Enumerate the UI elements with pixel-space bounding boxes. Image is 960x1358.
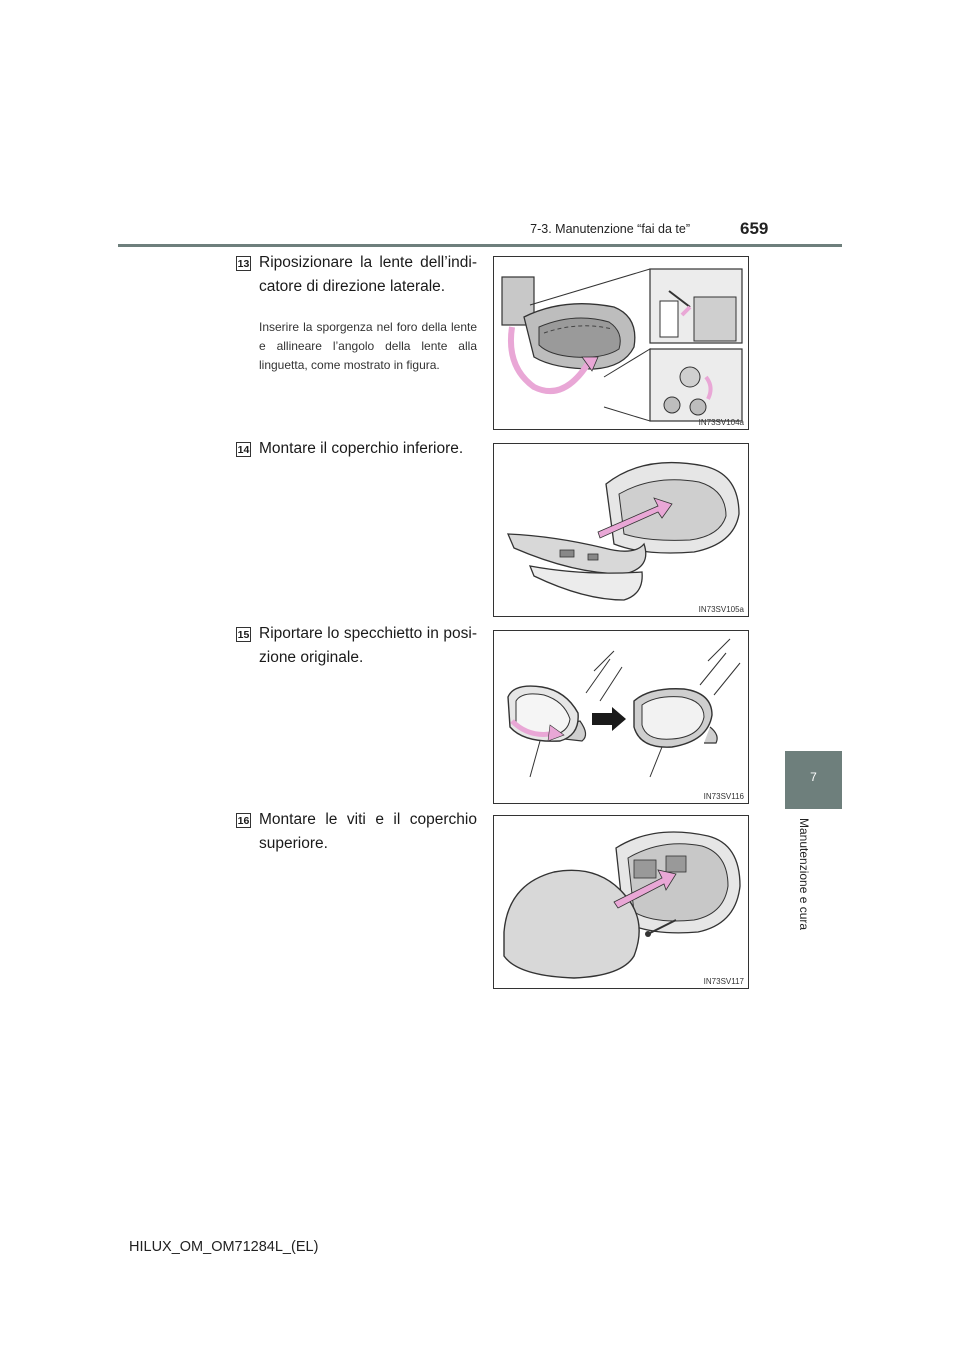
page-number: 659 xyxy=(740,219,769,238)
upper-cover-illustration xyxy=(503,831,741,979)
lens-illustration xyxy=(501,268,743,422)
figure-upper-cover: IN73SV117 xyxy=(493,815,749,989)
step-14-badge: 14 xyxy=(236,442,251,457)
figure-code: IN73SV104a xyxy=(698,418,744,427)
chapter-tab[interactable]: 7 xyxy=(785,751,842,809)
step-13-title: Riposizionare la lente dell’indi-catore … xyxy=(259,254,477,295)
chapter-title: Manutenzione e cura xyxy=(797,818,811,931)
figure-lower-cover: IN73SV105a xyxy=(493,443,749,617)
step-15-badge: 15 xyxy=(236,627,251,642)
figure-mirror-position: IN73SV116 xyxy=(493,630,749,804)
step-13-badge: 13 xyxy=(236,256,251,271)
chapter-number: 7 xyxy=(810,770,817,784)
step-15-title: Riportare lo specchietto in posi-zione o… xyxy=(259,625,477,666)
figure-code: IN73SV116 xyxy=(703,792,744,801)
footer-doc-code: HILUX_OM_OM71284L_(EL) xyxy=(129,1239,319,1255)
lower-cover-illustration xyxy=(506,461,740,601)
mirror-illustration xyxy=(507,638,741,778)
step-13-note: Inserire la sporgenza nel foro della len… xyxy=(259,320,477,372)
figure-code: IN73SV105a xyxy=(698,605,744,614)
header-rule xyxy=(118,244,842,247)
figure-code: IN73SV117 xyxy=(703,977,744,986)
step-16-badge: 16 xyxy=(236,813,251,828)
section-header: 7-3. Manutenzione “fai da te” xyxy=(530,222,690,236)
step-14-title: Montare il coperchio inferiore. xyxy=(259,440,464,457)
figure-lens-reposition: IN73SV104a xyxy=(493,256,749,430)
step-16-title: Montare le viti e il coperchio superiore… xyxy=(259,811,477,852)
